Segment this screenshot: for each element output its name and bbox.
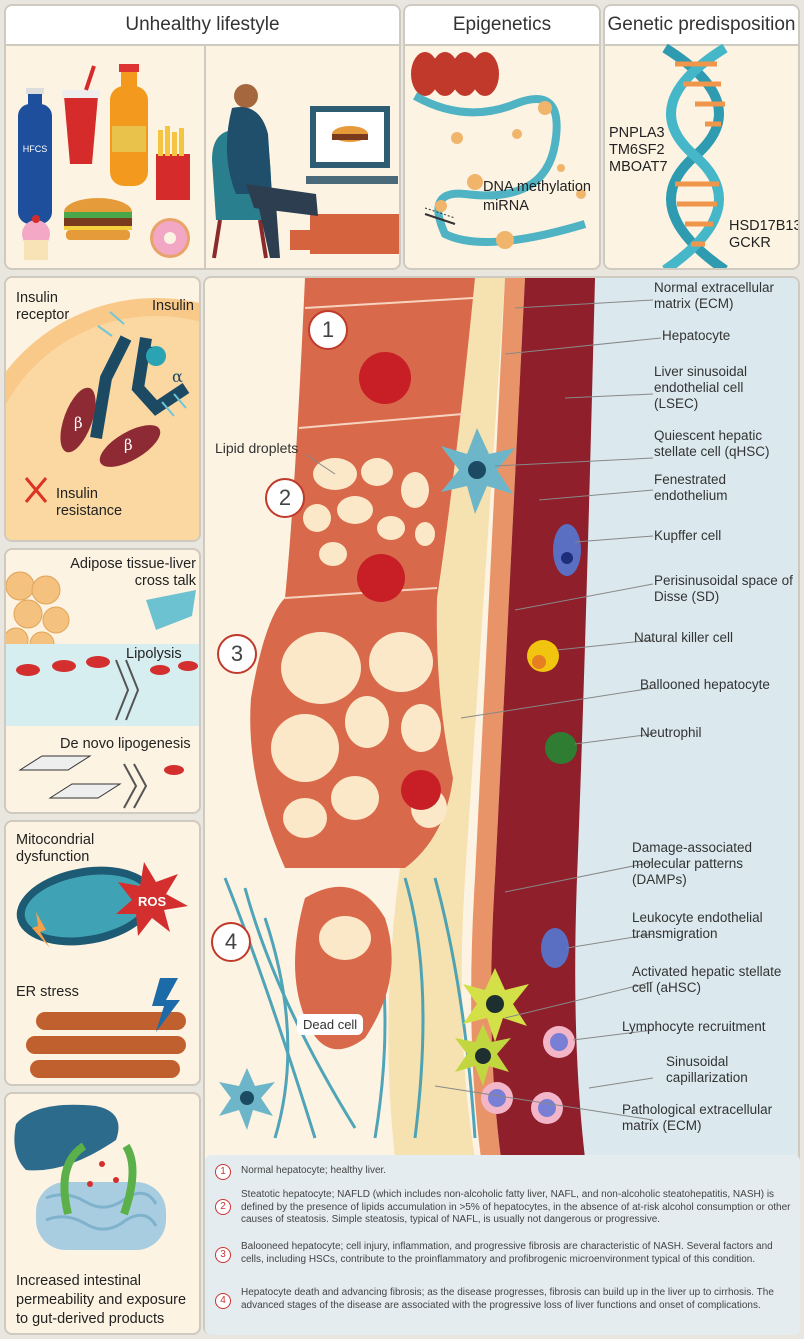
legend-num-2: 2 [215,1199,231,1215]
cup-icon [64,96,98,164]
ballooned-droplets [271,632,447,838]
legend-num-3: 3 [215,1247,231,1263]
junk-food-illustration: HFCS [18,64,190,260]
caption-capillarization: Sinusoidal capillarization [666,1054,748,1085]
caption-lymphocyte: Lymphocyte recruitment [622,1019,766,1034]
gene-tm6sf2: TM6SF2 [609,142,665,158]
legend-text-3: Balooneed hepatocyte; cell injury, infla… [241,1241,773,1265]
gut-illustration [14,1104,166,1250]
cross-icon [24,477,48,503]
blood-vessel [491,278,595,1158]
kupffer-cell [553,524,581,576]
divider [204,44,206,268]
liver-icon [146,590,196,630]
caption-ballooned: Ballooned hepatocyte [640,677,770,692]
lipolysis-label: Lipolysis [126,646,182,662]
liver-icon-gut [14,1104,119,1171]
insulin-resistance-label: Insulin resistance [56,486,123,519]
gene-gckr: GCKR [729,235,771,251]
dead-cell-label: Dead cell [297,1014,364,1035]
caption-kupffer: Kupffer cell [654,528,722,543]
mitochondria-panel: ROS Mitocondrial dysfunction ER stress [4,820,201,1086]
chromatin-illustration [411,52,587,249]
caption-ecm-pathological: Pathological extracellular matrix (ECM) [622,1102,773,1133]
caption-disse: Perisinusoidal space of Disse (SD) [654,573,793,604]
gut-permeability-label: Increased intestinal permeability and ex… [16,1273,187,1327]
legend-text-2: Steatotic hepatocyte; NAFLD (which inclu… [241,1189,791,1225]
leukocyte-cell [541,928,569,968]
caption-qhsc: Quiescent hepatic stellate cell (qHSC) [654,428,770,459]
insulin-receptor-label: Insulin receptor [16,290,70,323]
genetic-predisposition-header: Genetic predisposition [605,6,798,46]
mito-dysfunction-label: Mitocondrial dysfunction [16,832,95,865]
epigenetics-panel: Epigenetics DNA methylation miRNA [403,4,601,270]
liver-tissue-illustration [219,278,798,1158]
person-head-icon [234,84,258,108]
hfcs-label: HFCS [23,144,48,154]
stage-3-marker: 3 [217,634,257,674]
svg-text:β: β [124,436,133,454]
lipogenesis-label: De novo lipogenesis [60,736,191,752]
cross-talk-label: Adipose tissue-liver cross talk [70,556,196,589]
caption-leukocyte: Leukocyte endothelial transmigration [632,910,763,941]
legend-text-1: Normal hepatocyte; healthy liver. [241,1165,387,1176]
caption-nk: Natural killer cell [634,630,734,645]
stage-1-marker: 1 [308,310,348,350]
er-lightning-icon [152,978,180,1032]
hfcs-bottle-icon [18,104,52,224]
insulin-resistance-panel: β β α α Insulin receptor Insulin Insulin… [4,276,201,542]
caption-lsec: Liver sinusoidal endothelial cell (LSEC) [654,364,748,411]
nucleus-normal [359,352,411,404]
adipose-illustration [6,571,199,809]
nucleus-ballooned [401,770,441,810]
dna-helix-illustration [662,44,728,268]
caption-damps: Damage-associated molecular patterns (DA… [632,840,753,887]
stage-4-marker: 4 [211,922,251,962]
gene-pnpla3: PNPLA3 [609,125,665,141]
caption-fenestrated: Fenestrated endothelium [654,472,728,503]
fries-icon [156,154,190,200]
gene-mboat7: MBOAT7 [609,159,668,175]
nucleus-steatotic [357,554,405,602]
legend-num-1: 1 [215,1164,231,1180]
endothelium [471,278,525,1158]
er-stress-label: ER stress [16,984,79,1000]
lipid-droplets-label: Lipid droplets [215,440,299,456]
gut-panel: Increased intestinal permeability and ex… [4,1092,201,1335]
neutrophil-cell [545,732,577,764]
caption-ecm-normal: Normal extracellular matrix (ECM) [654,280,775,311]
epigenetics-header: Epigenetics [405,6,599,46]
caption-neutrophil: Neutrophil [640,725,702,740]
mirna-label: miRNA [483,198,529,214]
adipose-panel: Adipose tissue-liver cross talk Lipolysi… [4,548,201,814]
beta-subunit-left [60,387,96,453]
lipid-droplets [303,458,435,566]
legend: 1 Normal hepatocyte; healthy liver. 2 St… [205,1155,800,1335]
genetic-predisposition-panel: Genetic predisposition PNPLA3 TM6SF2 MBO… [603,4,800,270]
mitochondria-illustration: ROS [16,862,188,1078]
legend-num-4: 4 [215,1293,231,1309]
svg-text:β: β [74,414,83,432]
unhealthy-lifestyle-panel: Unhealthy lifestyle HFCS [4,4,401,270]
caption-ahsc: Activated hepatic stellate cell (aHSC) [632,964,782,995]
sedentary-person-illustration [212,84,399,259]
stage-2-marker: 2 [265,478,305,518]
lightning-icon [32,912,50,948]
legend-text-4: Hepatocyte death and advancing fibrosis;… [241,1287,774,1311]
svg-text:ROS: ROS [138,894,167,909]
unhealthy-lifestyle-header: Unhealthy lifestyle [6,6,399,46]
svg-text:α: α [172,367,183,386]
insulin-receptor-illustration: β β α α [6,298,199,540]
gene-hsd17b13: HSD17B13 [729,218,800,234]
ros-burst-icon [116,862,188,936]
beta-subunit-right [99,425,161,467]
dna-methylation-label: DNA methylation [483,179,591,195]
insulin-label: Insulin [152,298,194,314]
svg-text:α: α [142,333,153,352]
caption-hepatocyte: Hepatocyte [662,328,731,343]
